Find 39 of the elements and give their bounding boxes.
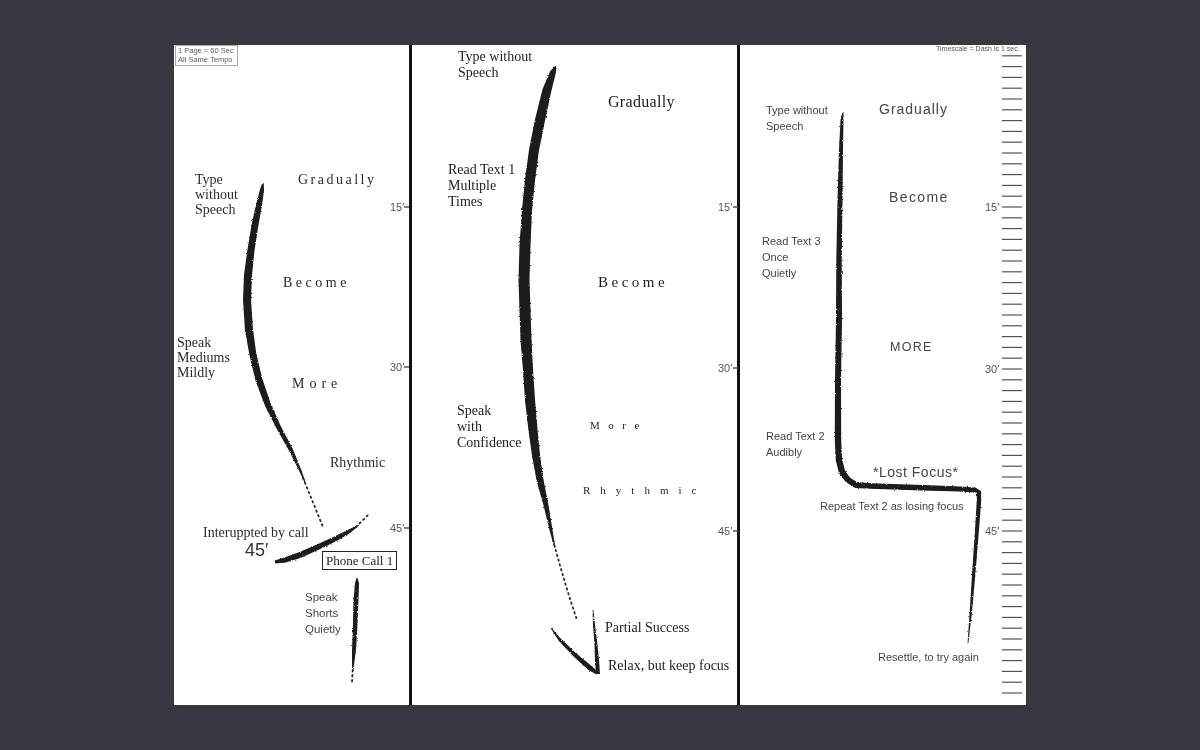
- dynamics-word: Rhythmic: [330, 455, 386, 471]
- time-tick-label: 15′: [718, 200, 733, 214]
- event-label: Phone Call 1: [326, 553, 394, 568]
- dynamics-word: More: [590, 418, 648, 433]
- time-tick-label: 30′: [390, 360, 405, 374]
- dynamics-word: Become: [889, 189, 949, 205]
- time-tick-label: 30′: [718, 361, 733, 375]
- time-tick-label: 15′: [985, 200, 1000, 214]
- time-tick-label: 45′: [985, 524, 1000, 538]
- instruction-text: Read Text 1 Multiple Times: [448, 162, 516, 210]
- dynamics-word: Gradually: [879, 101, 948, 117]
- instruction-text: Type without Speech: [458, 49, 533, 81]
- time-tick-label: 45′: [718, 524, 733, 538]
- time-tick-label: 45′: [390, 521, 405, 535]
- dynamics-word: More: [292, 376, 343, 392]
- instruction-text: Interuppted by call: [203, 525, 309, 540]
- instruction-text: Type without Speech: [766, 103, 828, 134]
- dynamics-word: *Lost Focus*: [873, 464, 959, 480]
- instruction-text: Read Text 3 Once Quietly: [762, 234, 821, 281]
- instruction-text: Relax, but keep focus: [608, 658, 730, 674]
- instruction-text: Speak Shorts Quietly: [305, 590, 341, 637]
- note-box: [175, 45, 238, 66]
- dynamics-word: Gradually: [608, 93, 675, 111]
- time-tick-label: 15′: [390, 200, 405, 214]
- dynamics-word: MORE: [890, 339, 933, 355]
- time-label: 45′: [245, 540, 269, 560]
- instruction-text: Read Text 2 Audibly: [766, 429, 825, 460]
- instruction-text: Speak with Confidence: [457, 403, 522, 451]
- instruction-text: Repeat Text 2 as losing focus: [820, 499, 964, 514]
- instruction-text: Resettle, to try again: [878, 650, 979, 665]
- dynamics-word: Rhythmic: [583, 483, 707, 498]
- dynamics-word: Become: [598, 273, 669, 291]
- instruction-text: Type without Speech: [195, 172, 238, 217]
- instruction-text: Speak Mediums Mildly: [177, 335, 230, 380]
- dynamics-word: Gradually: [298, 172, 377, 188]
- dynamics-word: Become: [283, 275, 350, 291]
- time-tick-label: 30′: [985, 362, 1000, 376]
- event-box: [322, 551, 398, 570]
- instruction-text: Partial Success: [605, 620, 690, 636]
